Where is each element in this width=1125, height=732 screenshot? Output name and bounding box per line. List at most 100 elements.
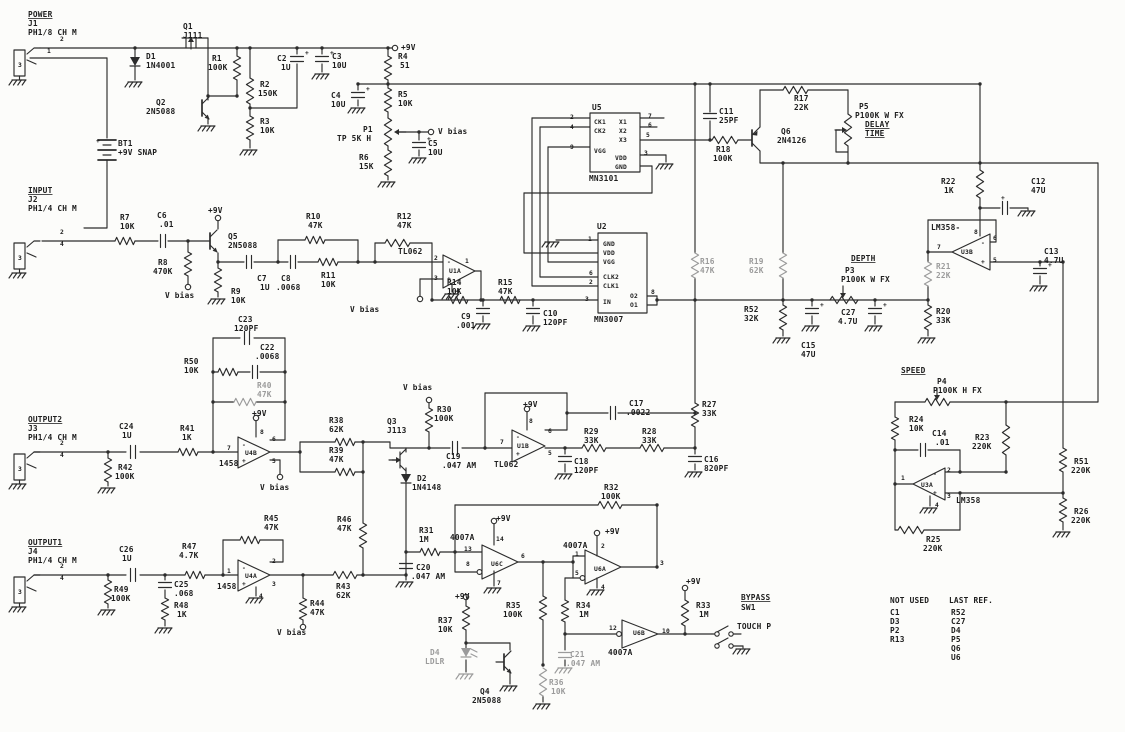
junction-dot: [248, 46, 252, 50]
label: 100K: [115, 472, 135, 481]
label: J111: [183, 31, 203, 40]
junction-dot: [186, 239, 190, 243]
terminal: [523, 405, 531, 413]
ground-icon: [668, 163, 674, 170]
resistor-symbol: [538, 595, 548, 621]
ground-icon: [386, 181, 391, 188]
label: R16: [700, 257, 715, 266]
junction-dot: [693, 411, 697, 415]
junction-dot: [464, 641, 468, 645]
label: 120PF: [574, 466, 599, 475]
label: R46: [337, 515, 352, 524]
junction-dot: [133, 46, 137, 50]
label: +: [447, 276, 451, 283]
label: LM358: [956, 496, 981, 505]
label: TOUCH P: [737, 622, 771, 631]
junction-dot: [386, 46, 390, 50]
opamp-symbol: [511, 429, 546, 463]
opamp-symbol: [237, 559, 271, 592]
resistor-symbol: [383, 149, 393, 177]
label: 1U: [122, 431, 132, 440]
ground-icon: [360, 107, 366, 114]
label: 6: [272, 436, 276, 443]
label: R48: [174, 601, 189, 610]
label: 47K: [329, 455, 344, 464]
ground-icon: [239, 149, 245, 156]
label: U2: [597, 222, 607, 231]
label: 1: [227, 568, 231, 575]
label: U6B: [633, 630, 645, 637]
label: C11: [719, 107, 734, 116]
ground-icon: [455, 673, 461, 680]
ground-icon: [381, 181, 387, 188]
label: +: [242, 458, 246, 465]
ground-icon: [206, 125, 211, 132]
ground-icon: [12, 606, 18, 613]
junction-dot: [356, 260, 360, 264]
ground-icon: [97, 487, 103, 494]
label: 5: [993, 257, 997, 264]
label: C3: [332, 52, 342, 61]
resistor-symbol: [897, 525, 925, 535]
ground-icon: [499, 685, 505, 692]
opamp-symbol: [481, 544, 519, 580]
resistor-symbol: [1001, 424, 1011, 456]
jack-contact: [26, 574, 41, 582]
junction-dot: [563, 446, 567, 450]
junction-dot: [361, 440, 365, 444]
ground-icon: [919, 507, 925, 514]
label: D4: [951, 626, 961, 635]
ground-icon: [106, 609, 111, 616]
ground-icon: [928, 507, 933, 514]
resistor-symbol: [711, 135, 739, 145]
label: 33K: [936, 316, 951, 325]
junction-dot: [655, 503, 659, 507]
transistor-symbol: [209, 229, 218, 238]
junction-dot: [221, 573, 225, 577]
ground-icon: [688, 471, 694, 478]
resistor-symbol: [383, 55, 393, 81]
label: U3A: [921, 482, 933, 489]
terminal: [416, 295, 424, 303]
label: 4: [601, 584, 605, 591]
transistor-symbol: [201, 96, 210, 105]
ground-icon: [128, 81, 134, 88]
label: 2: [272, 558, 276, 565]
label: C26: [119, 545, 134, 554]
capacitor-polarity-mark: +: [883, 302, 887, 309]
label: CK1: [594, 119, 606, 126]
label: C1: [890, 608, 900, 617]
label: 4007A: [450, 533, 475, 542]
label: 220K: [923, 544, 943, 553]
label: 1M: [699, 610, 709, 619]
junction-dot: [361, 573, 365, 577]
label: X1: [619, 119, 627, 126]
ground-icon: [441, 293, 447, 300]
terminal: [681, 584, 689, 592]
capacitor-polarity-mark: +: [820, 302, 824, 309]
junction-dot: [356, 82, 360, 86]
label: 33K: [584, 436, 599, 445]
label: Q6: [951, 644, 961, 653]
ground-icon: [586, 589, 592, 596]
label: R4: [398, 52, 408, 61]
label: P2: [890, 626, 900, 635]
ground-icon: [124, 81, 130, 88]
label: U1B: [517, 443, 529, 450]
terminal: [252, 414, 260, 422]
label: -: [242, 565, 246, 572]
label: 7: [937, 244, 941, 251]
label: R28: [642, 427, 657, 436]
ground-icon: [776, 337, 782, 344]
capacitor-polarity-mark: +: [305, 50, 309, 57]
junction-dot: [683, 632, 687, 636]
ground-icon: [356, 107, 361, 114]
opamp-symbol: [912, 467, 946, 501]
label: 820PF: [704, 464, 729, 473]
label: R7: [120, 213, 130, 222]
label: 10U: [428, 148, 443, 157]
label: C20: [416, 563, 431, 572]
label: 1U: [281, 63, 291, 72]
label: VGG: [594, 148, 606, 155]
